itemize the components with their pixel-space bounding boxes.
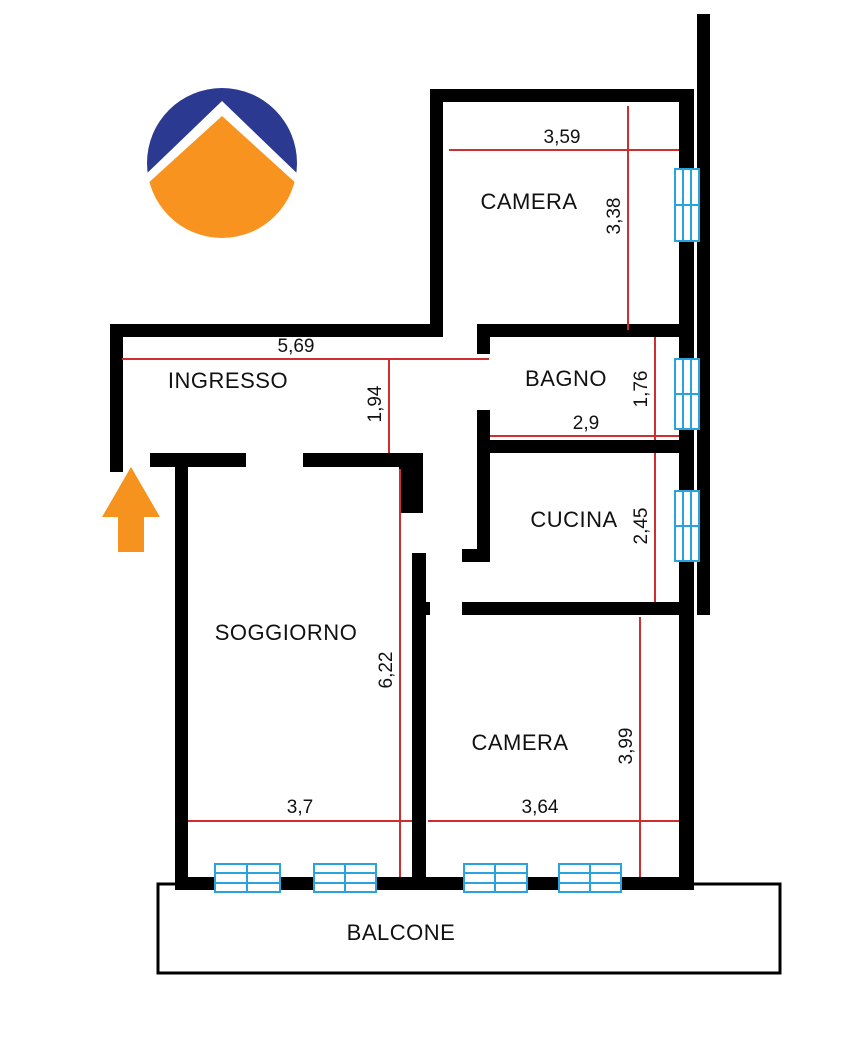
wall-segment	[110, 324, 440, 337]
wall-segment	[412, 553, 426, 890]
dimension-label: 2,9	[573, 413, 599, 434]
room-label-camera-sud: CAMERA	[471, 730, 568, 755]
room-label-balcone: BALCONE	[347, 920, 456, 945]
wall-segment	[679, 241, 694, 359]
wall-segment	[110, 324, 123, 472]
room-label-cucina: CUCINA	[530, 507, 617, 532]
wall-segment	[477, 440, 694, 453]
wall-segment	[477, 324, 694, 337]
wall-segment	[430, 89, 694, 102]
dimension-label: 3,59	[544, 127, 581, 148]
dimension-label: 5,69	[278, 336, 315, 357]
adjacent-wall-bar	[697, 14, 710, 615]
window-icon	[674, 168, 700, 242]
dimension-label: 1,94	[365, 385, 386, 422]
dimension-label: 3,99	[616, 728, 637, 765]
logo-roof-navy	[147, 88, 297, 180]
wall-segment	[175, 877, 215, 890]
window-icon	[674, 358, 700, 430]
dimension-label: 1,76	[631, 371, 652, 408]
wall-segment	[477, 453, 490, 560]
balcony-outline	[156, 882, 782, 975]
wall-segment	[303, 453, 423, 467]
wall-segment	[527, 877, 559, 890]
wall-segment	[175, 467, 188, 890]
wall-segment	[679, 561, 694, 890]
agency-logo	[147, 88, 297, 238]
wall-segment	[621, 877, 694, 890]
wall-segment	[679, 429, 694, 491]
dimension-label: 3,7	[287, 797, 313, 818]
wall-segment	[679, 89, 694, 169]
wall-segment	[430, 89, 443, 337]
dimension-label: 6,22	[376, 652, 397, 689]
window-icon	[674, 490, 700, 562]
room-label-bagno: BAGNO	[525, 366, 607, 391]
window-icon	[313, 863, 377, 893]
dimension-label: 3,64	[522, 797, 559, 818]
room-labels: CAMERA BAGNO CUCINA INGRESSO SOGGIORNO C…	[168, 189, 617, 945]
entrance-arrow-icon	[102, 467, 160, 552]
dimension-lines	[122, 106, 679, 877]
wall-segment	[280, 877, 314, 890]
dimension-label: 3,38	[604, 198, 625, 235]
wall-segment	[462, 602, 694, 615]
dimension-label: 2,45	[631, 508, 652, 545]
walls	[110, 14, 710, 890]
room-label-ingresso: INGRESSO	[168, 368, 288, 393]
window-icon	[463, 863, 528, 893]
wall-segment	[376, 877, 464, 890]
window-icon	[214, 863, 281, 893]
dimension-labels: 3,59 3,38 5,69 1,94 2,9 1,76 2,45 6,22 3…	[278, 127, 652, 818]
wall-segment	[462, 549, 490, 562]
room-label-camera-nord: CAMERA	[480, 189, 577, 214]
room-label-soggiorno: SOGGIORNO	[215, 620, 358, 645]
window-icon	[558, 863, 622, 893]
logo-base-orange	[147, 116, 297, 238]
wall-segment	[477, 337, 490, 354]
wall-segment	[150, 453, 246, 467]
wall-segment	[399, 467, 423, 513]
